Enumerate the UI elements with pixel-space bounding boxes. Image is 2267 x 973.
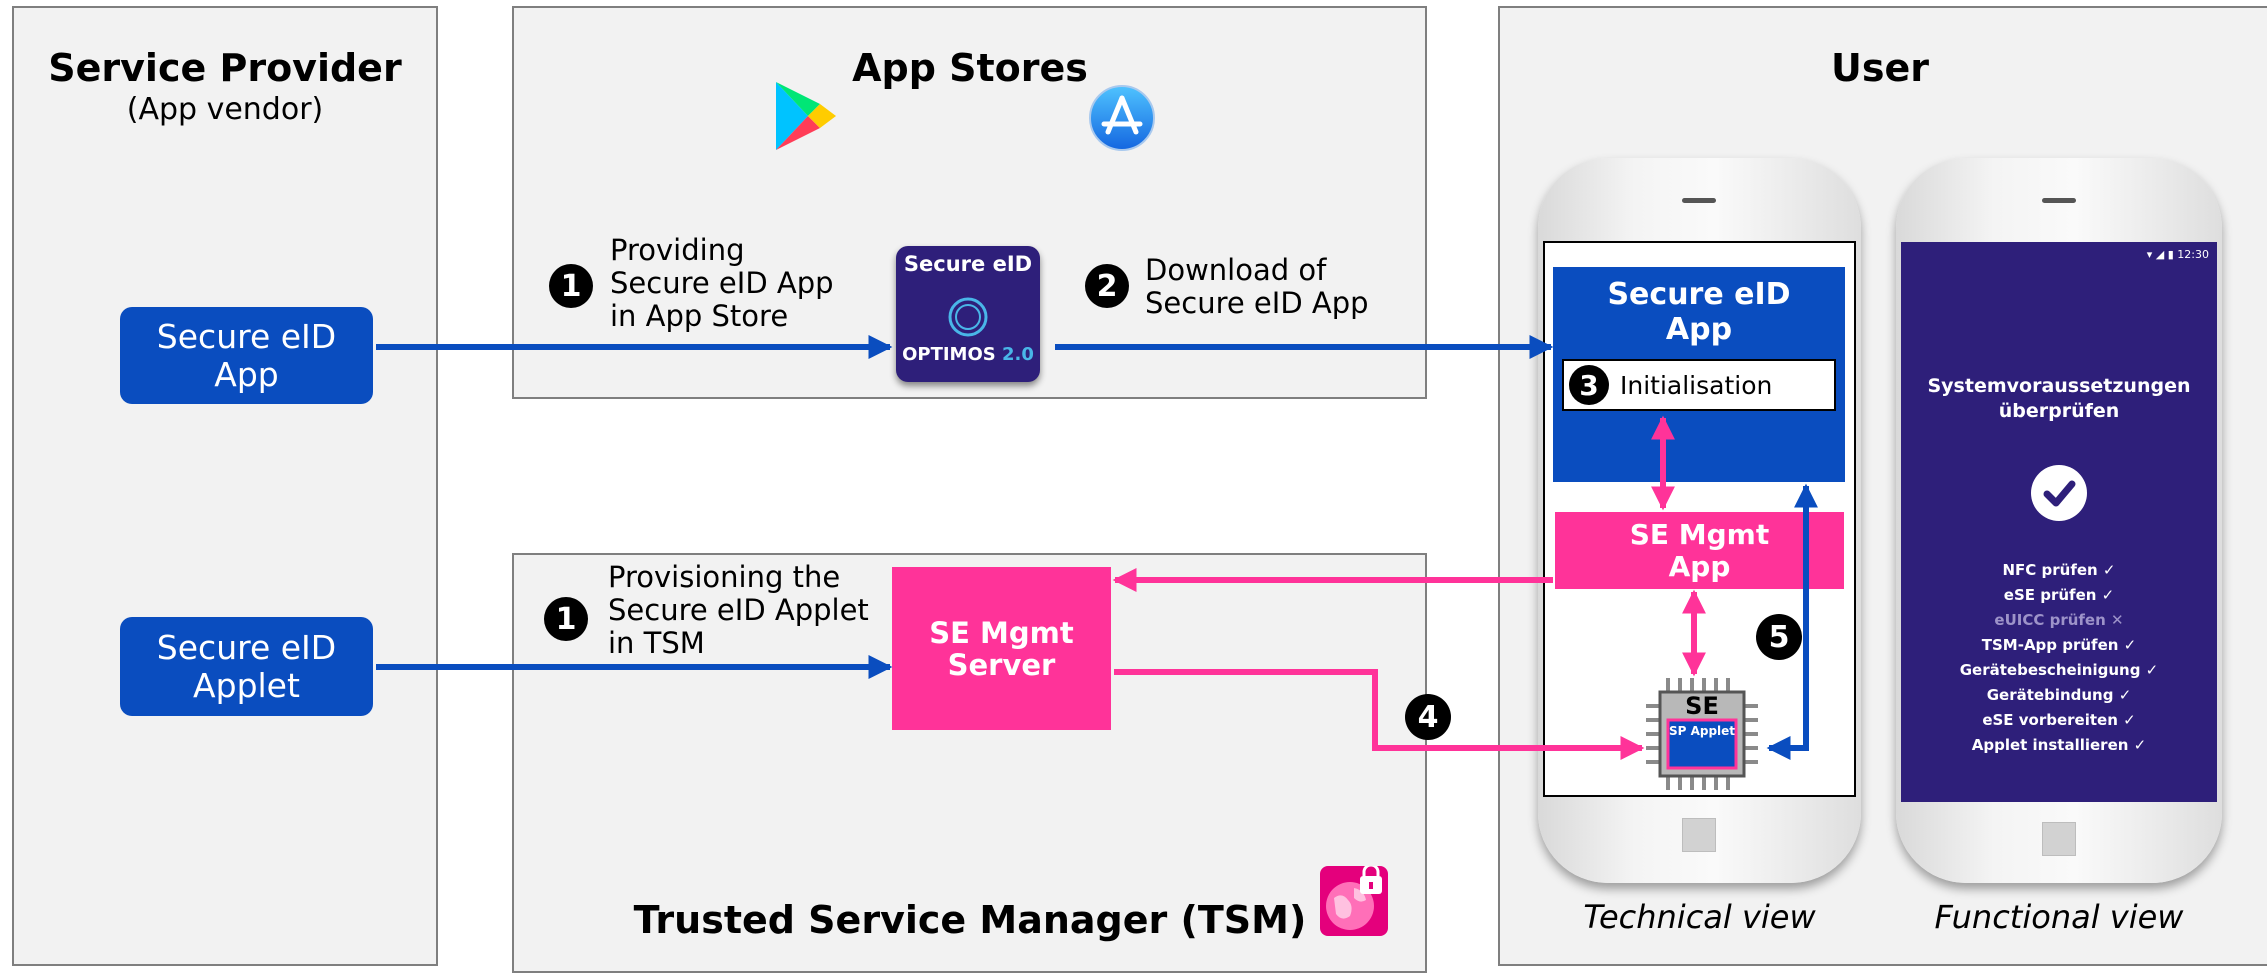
secure-eid-app-card: Secure eID OPTIMOS 2.0: [896, 246, 1040, 382]
wifi-icon: ▾: [2146, 248, 2153, 261]
tech-app-title: Secure eID App: [1607, 277, 1791, 347]
user-title: User: [1831, 46, 1929, 90]
optimos-ring-icon: [948, 297, 988, 337]
secure-eid-applet-box: Secure eID Applet: [120, 617, 373, 716]
status-bar: ▾ ◢ ▮ 12:30: [2147, 248, 2209, 261]
sp-applet-label: SP Applet: [1668, 724, 1736, 738]
connector-arrows: [376, 335, 1818, 760]
earpiece: [2042, 198, 2076, 203]
requirements-list: NFC prüfen ✓ eSE prüfen ✓ eUICC prüfen ✕ TS…: [1901, 558, 2217, 758]
step-2-text: Download of Secure eID App: [1145, 253, 1369, 320]
requirement-item: NFC prüfen ✓: [2002, 561, 2116, 579]
requirement-item: eUICC prüfen ✕: [1994, 611, 2124, 629]
check-circle-icon: [2031, 465, 2087, 521]
requirement-item: Gerätebindung ✓: [1986, 686, 2132, 704]
step-3-badge: 3: [1569, 365, 1609, 405]
service-provider-subtitle: (App vendor): [126, 92, 324, 127]
app-card-brand: OPTIMOS 2.0: [902, 344, 1034, 365]
home-button: [2042, 822, 2076, 856]
tsm-title: Trusted Service Manager (TSM): [633, 898, 1307, 942]
technical-view-label: Technical view: [1583, 898, 1816, 936]
service-provider-panel: [12, 6, 438, 966]
step-4-badge: 4: [1405, 694, 1451, 740]
se-chip-label: SE: [1685, 692, 1719, 720]
step-1-text: Providing Secure eID App in App Store: [610, 233, 834, 333]
tech-secure-eid-app-box: Secure eID App 3 Initialisation: [1553, 267, 1845, 482]
step-1-badge: 1: [549, 264, 593, 308]
tsm-globe-lock-icon: [1320, 866, 1388, 936]
requirement-item: eSE vorbereiten ✓: [1982, 711, 2136, 729]
initialisation-box: 3 Initialisation: [1562, 359, 1836, 411]
step-2-badge: 2: [1085, 264, 1129, 308]
tsm-step-1-badge: 1: [544, 597, 588, 641]
requirement-item: eSE prüfen ✓: [2003, 586, 2115, 604]
app-stores-title: App Stores: [852, 46, 1088, 90]
home-button: [1682, 818, 1716, 852]
arrow-server-to-chip: [1114, 669, 1645, 760]
requirement-item: Applet installieren ✓: [1971, 736, 2147, 754]
signal-icon: ◢: [2155, 248, 2165, 261]
initialisation-label: Initialisation: [1620, 371, 1773, 400]
secure-eid-app-box: Secure eID App: [120, 307, 373, 404]
arrow-applet-to-app: [1766, 483, 1818, 760]
functional-heading: Systemvoraussetzungen überprüfen: [1927, 375, 2191, 422]
functional-view-label: Functional view: [1934, 898, 2184, 936]
requirement-item: TSM-App prüfen ✓: [1981, 636, 2137, 654]
app-card-title: Secure eID: [903, 252, 1033, 276]
requirement-item: Gerätebescheinigung ✓: [1959, 661, 2159, 679]
google-play-icon: [776, 82, 836, 150]
earpiece: [1682, 198, 1716, 203]
status-time: 12:30: [2177, 248, 2209, 261]
functional-screen: ▾ ◢ ▮ 12:30 Systemvoraussetzungen überpr…: [1901, 242, 2217, 802]
tsm-step-1-text: Provisioning the Secure eID Applet in TS…: [608, 560, 869, 660]
se-mgmt-server-box: SE Mgmt Server: [892, 567, 1111, 730]
battery-icon: ▮: [2167, 248, 2174, 261]
service-provider-title: Service Provider: [48, 46, 402, 90]
se-chip: SE SP Applet: [1646, 678, 1758, 790]
apple-app-store-icon: [1089, 85, 1155, 151]
